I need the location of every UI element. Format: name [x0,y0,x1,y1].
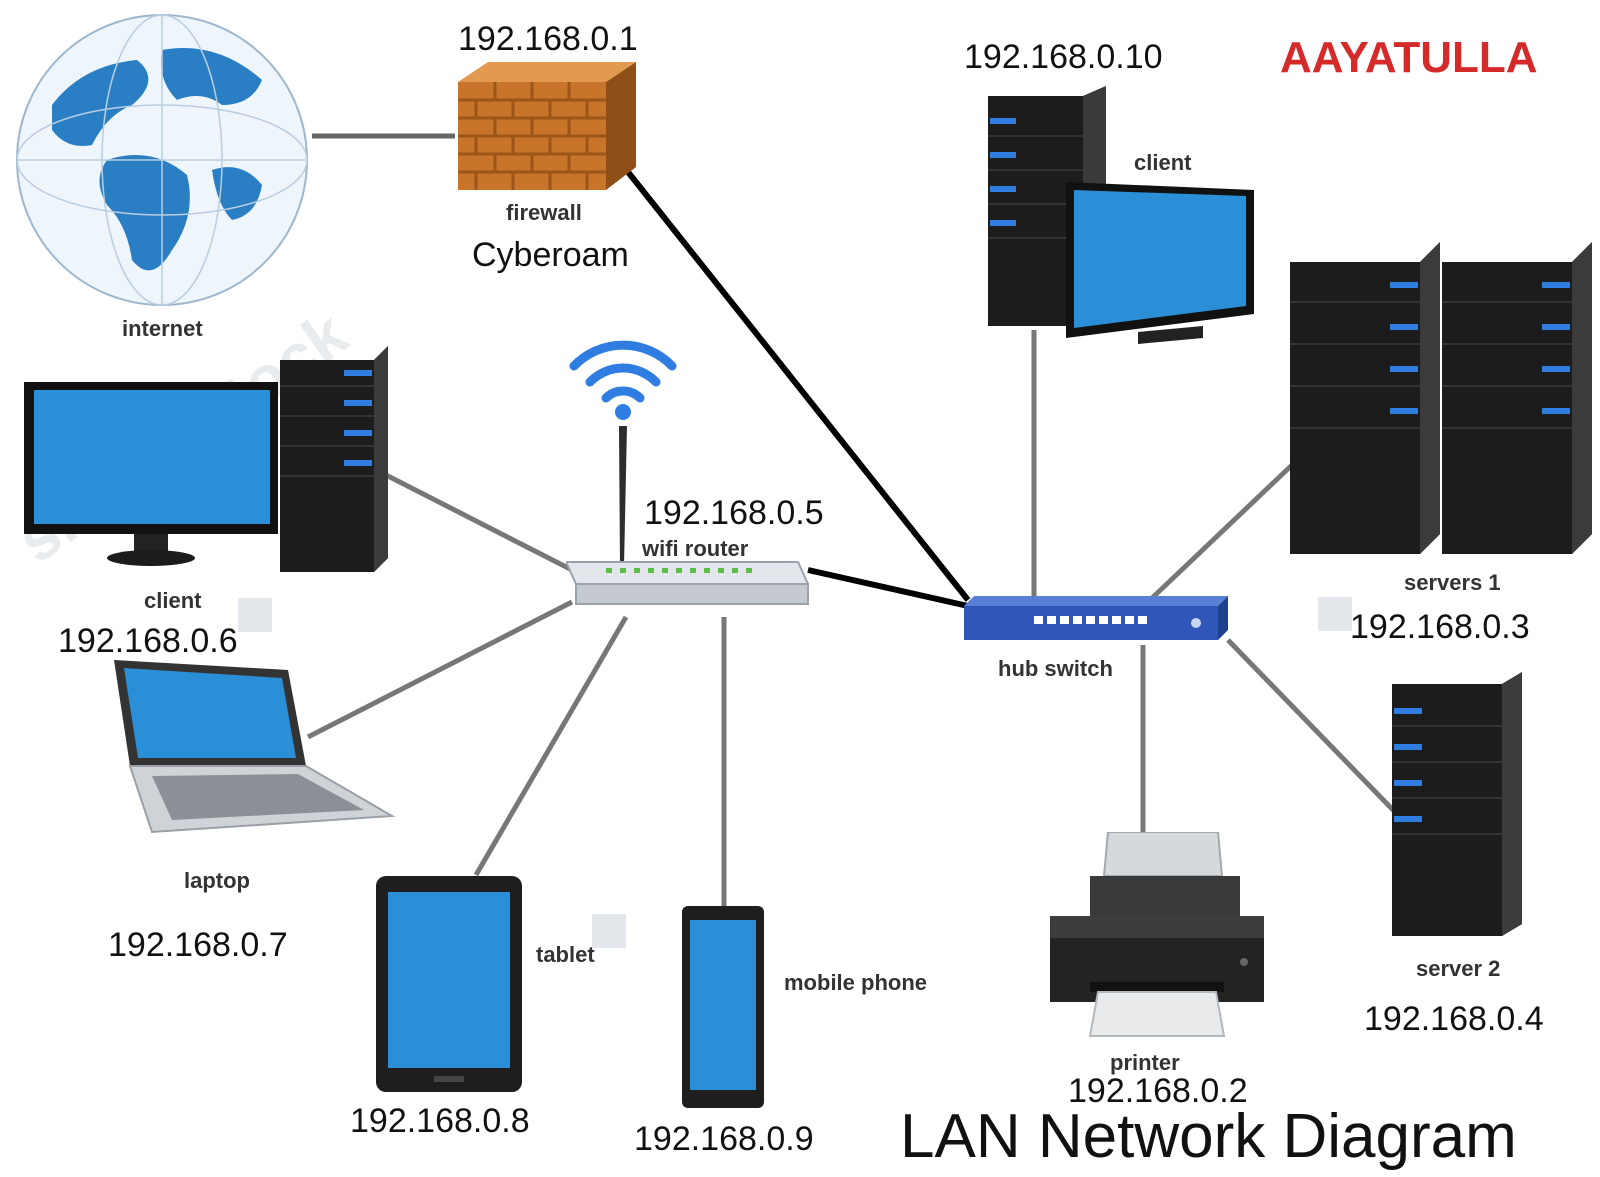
client-left-ip: 192.168.0.6 [58,622,238,660]
mobile-phone-icon [680,904,766,1115]
watermark-mark [1318,597,1352,631]
tablet-icon [374,874,524,1099]
mobile-ip: 192.168.0.9 [634,1120,814,1158]
servers1-rack-icon [1290,242,1596,562]
link-router-switch [807,567,969,609]
wifi-router-icon [564,326,816,627]
laptop-icon [112,660,402,855]
brand-label: AAYATULLA [1280,33,1538,82]
link-router-laptop [306,599,574,740]
laptop-ip: 192.168.0.7 [108,926,288,964]
client-left-label: client [144,588,202,613]
server2-tower-icon [1392,672,1532,947]
watermark-mark [238,598,272,632]
client-top-ip: 192.168.0.10 [964,38,1163,76]
internet-globe-icon [12,10,312,315]
firewall-ip: 192.168.0.1 [458,20,638,58]
hub-switch-icon [964,596,1230,649]
firewall-vendor: Cyberoam [472,236,629,274]
servers1-ip: 192.168.0.3 [1350,608,1530,646]
printer-ip: 192.168.0.2 [1068,1072,1248,1110]
laptop-label: laptop [184,868,250,893]
client-top-pc-icon [988,86,1258,351]
internet-label: internet [122,316,203,341]
watermark-mark [592,914,626,948]
firewall-label: firewall [506,200,582,225]
mobile-label: mobile phone [784,970,927,995]
printer-icon [1046,831,1268,1043]
tablet-label: tablet [536,942,595,967]
client-top-label: client [1134,150,1192,175]
printer-label: printer [1110,1050,1180,1075]
link-firewall-switch [625,170,971,602]
link-router-tablet [473,615,629,877]
link-switch-server2 [1226,638,1397,814]
servers1-label: servers 1 [1404,570,1501,595]
router-ip: 192.168.0.5 [644,494,824,532]
link-router-client-left [384,472,580,576]
router-label: wifi router [642,536,749,561]
hub-switch-label: hub switch [998,656,1113,681]
server2-label: server 2 [1416,956,1501,981]
firewall-brick-icon [458,62,638,199]
tablet-ip: 192.168.0.8 [350,1102,530,1140]
client-left-pc-icon [22,346,392,581]
link-switch-servers1 [1148,463,1294,602]
diagram-title: LAN Network Diagram [900,1102,1517,1171]
server2-ip: 192.168.0.4 [1364,1000,1544,1038]
